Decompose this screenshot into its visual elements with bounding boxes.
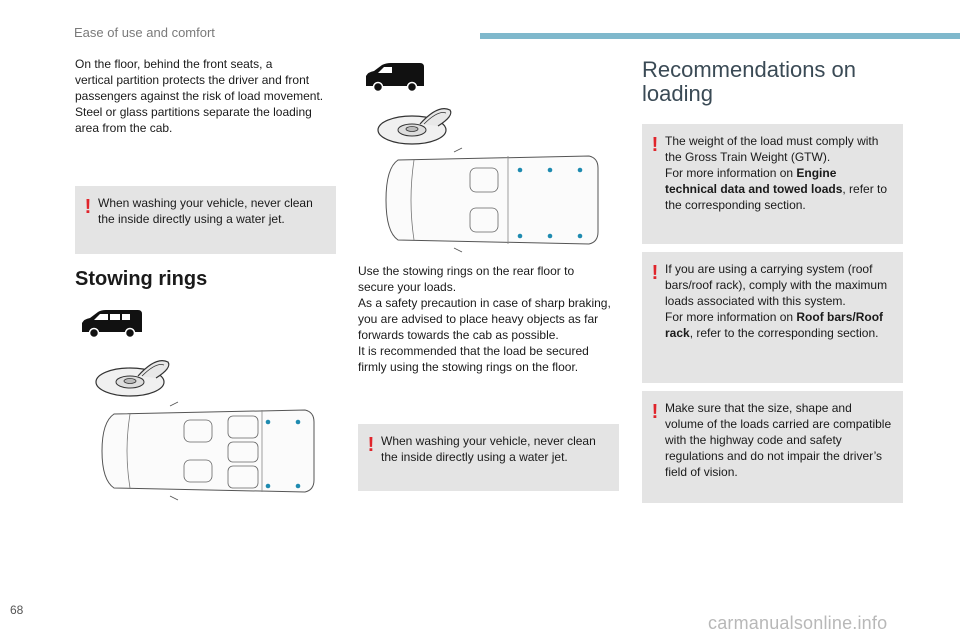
warning-text: the Gross Train Weight (GTW). xyxy=(665,150,831,164)
watermark: carmanualsonline.info xyxy=(708,613,888,633)
warning-text: For more information on Roof bars/Roof xyxy=(665,310,884,324)
van-icon xyxy=(366,63,424,93)
link-text: Engine xyxy=(796,166,837,180)
warning-text: rack, refer to the corresponding section… xyxy=(665,326,879,340)
warning-icon: ! xyxy=(651,401,659,423)
warning-text: bars/roof rack), comply with the maximum xyxy=(665,278,888,292)
van-top-view-diagram xyxy=(385,147,599,253)
warning-text: When washing your vehicle, never clean xyxy=(98,196,313,210)
stowing-body-paragraph: Use the stowing rings on the rear floor … xyxy=(358,263,628,375)
title-line: loading xyxy=(642,81,713,106)
warning-icon: ! xyxy=(84,196,92,218)
text-line: Use the stowing rings on the rear floor … xyxy=(358,264,575,278)
warning-text: regulations and do not impair the driver… xyxy=(665,449,883,463)
warning-text: field of vision. xyxy=(665,465,738,479)
warning-box: ! If you are using a carrying system (ro… xyxy=(642,252,903,383)
text-line: area from the cab. xyxy=(75,121,173,135)
header-accent-bar xyxy=(480,33,960,39)
text-line: On the floor, behind the front seats, a xyxy=(75,57,273,71)
title-line: Recommendations on xyxy=(642,57,857,82)
text-line: passengers against the risk of load move… xyxy=(75,89,324,103)
warning-box: ! When washing your vehicle, never clean… xyxy=(75,186,336,254)
text-line: It is recommended that the load be secur… xyxy=(358,344,589,358)
section-header: Ease of use and comfort xyxy=(74,25,215,40)
text-line: As a safety precaution in case of sharp … xyxy=(358,296,611,310)
warning-text: volume of the loads carried are compatib… xyxy=(665,417,892,431)
warning-text: The weight of the load must comply with xyxy=(665,134,879,148)
warning-text: technical data and towed loads, refer to xyxy=(665,182,888,196)
stowing-ring-icon xyxy=(377,108,452,145)
van-icon xyxy=(82,310,142,339)
link-text: Roof bars/Roof xyxy=(796,310,884,324)
stowing-rings-title: Stowing rings xyxy=(75,268,208,290)
warning-text: If you are using a carrying system (roof xyxy=(665,262,873,276)
warning-box: ! Make sure that the size, shape and vol… xyxy=(642,391,903,503)
intro-paragraph: On the floor, behind the front seats, a … xyxy=(75,56,340,136)
warning-box: ! When washing your vehicle, never clean… xyxy=(358,424,619,491)
link-text: rack xyxy=(665,326,690,340)
link-text: technical data and towed loads xyxy=(665,182,843,196)
van-top-view-diagram xyxy=(101,401,315,501)
warning-text: with the highway code and safety xyxy=(665,433,842,447)
recommendations-title: Recommendations on loading xyxy=(642,58,856,106)
text-line: vertical partition protects the driver a… xyxy=(75,73,310,87)
warning-text: For more information on Engine xyxy=(665,166,837,180)
warning-icon: ! xyxy=(367,434,375,456)
warning-icon: ! xyxy=(651,134,659,156)
warning-text: the corresponding section. xyxy=(665,198,806,212)
stowing-ring-icon xyxy=(95,360,170,397)
text-line: Steel or glass partitions separate the l… xyxy=(75,105,312,119)
text-line: forwards towards the cab as possible. xyxy=(358,328,559,342)
text-line: firmly using the stowing rings on the fl… xyxy=(358,360,579,374)
text-line: secure your loads. xyxy=(358,280,457,294)
warning-text: When washing your vehicle, never clean xyxy=(381,434,596,448)
warning-text: the inside directly using a water jet. xyxy=(381,450,568,464)
warning-text: Make sure that the size, shape and xyxy=(665,401,852,415)
warning-text: loads associated with this system. xyxy=(665,294,846,308)
warning-text: the inside directly using a water jet. xyxy=(98,212,285,226)
page-number: 68 xyxy=(10,603,24,617)
text-line: you are advised to place heavy objects a… xyxy=(358,312,599,326)
warning-box: ! The weight of the load must comply wit… xyxy=(642,124,903,244)
warning-icon: ! xyxy=(651,262,659,284)
